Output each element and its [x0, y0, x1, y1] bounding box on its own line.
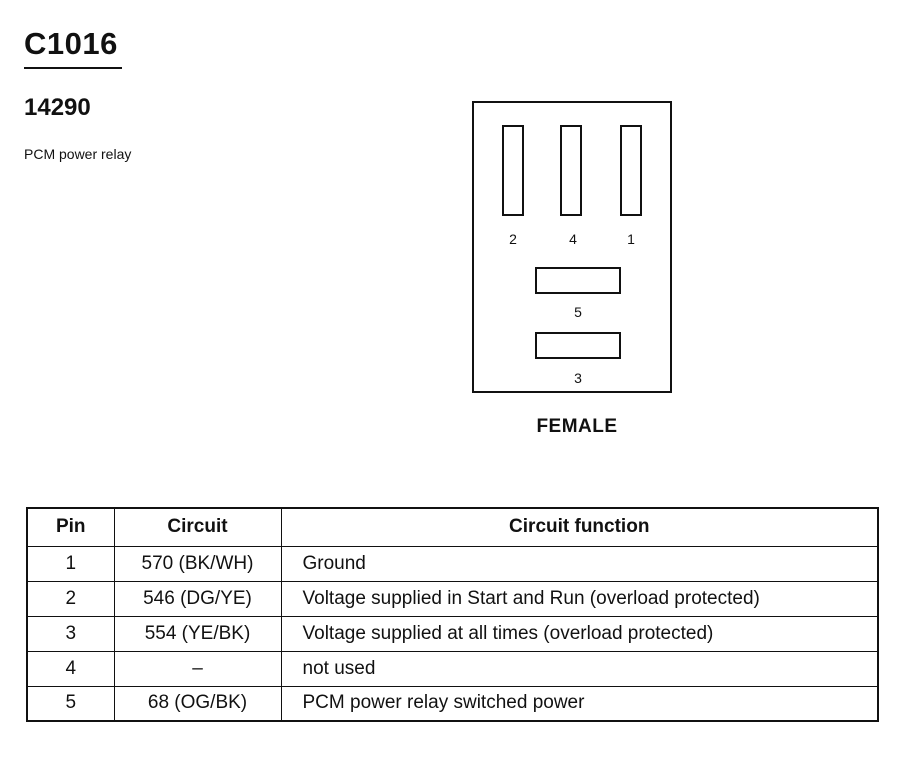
title-underline	[24, 67, 122, 69]
circuit-cell: 554 (YE/BK)	[113, 615, 282, 652]
pin-3-label: 3	[574, 370, 582, 386]
pin-2-cavity	[502, 125, 524, 216]
pin-1-cavity	[620, 125, 642, 216]
pin-cell: 4	[26, 650, 115, 687]
function-cell: Ground	[280, 545, 879, 582]
pin-5-cavity	[535, 267, 621, 294]
circuit-cell: 570 (BK/WH)	[113, 545, 282, 582]
pin-cell: 3	[26, 615, 115, 652]
pin-4-label: 4	[569, 231, 577, 247]
circuit-cell: 546 (DG/YE)	[113, 580, 282, 617]
table-row: 4 – not used	[26, 650, 879, 687]
header-pin: Pin	[26, 507, 115, 547]
circuit-cell: 68 (OG/BK)	[113, 685, 282, 722]
connector-id: C1016	[24, 26, 118, 61]
header-circuit: Circuit	[113, 507, 282, 547]
header-circuit-function: Circuit function	[280, 507, 879, 547]
function-cell: Voltage supplied in Start and Run (overl…	[280, 580, 879, 617]
table-row: 3 554 (YE/BK) Voltage supplied at all ti…	[26, 615, 879, 652]
pin-cell: 5	[26, 685, 115, 722]
function-cell: not used	[280, 650, 879, 687]
table-row: 2 546 (DG/YE) Voltage supplied in Start …	[26, 580, 879, 617]
pin-cell: 2	[26, 580, 115, 617]
pin-3-cavity	[535, 332, 621, 359]
connector-description: PCM power relay	[24, 146, 132, 162]
pin-cell: 1	[26, 545, 115, 582]
function-cell: Voltage supplied at all times (overload …	[280, 615, 879, 652]
connector-gender-label: FEMALE	[536, 416, 618, 437]
part-number: 14290	[24, 94, 91, 121]
pin-2-label: 2	[509, 231, 517, 247]
pin-1-label: 1	[627, 231, 635, 247]
pin-5-label: 5	[574, 304, 582, 320]
pinout-table: Pin Circuit Circuit function 1 570 (BK/W…	[26, 507, 879, 722]
circuit-cell: –	[113, 650, 282, 687]
function-cell: PCM power relay switched power	[280, 685, 879, 722]
connector-face-diagram: 2 4 1 5 3	[472, 101, 672, 393]
table-header-row: Pin Circuit Circuit function	[26, 507, 879, 547]
table-row: 5 68 (OG/BK) PCM power relay switched po…	[26, 685, 879, 722]
pin-4-cavity	[560, 125, 582, 216]
table-row: 1 570 (BK/WH) Ground	[26, 545, 879, 582]
